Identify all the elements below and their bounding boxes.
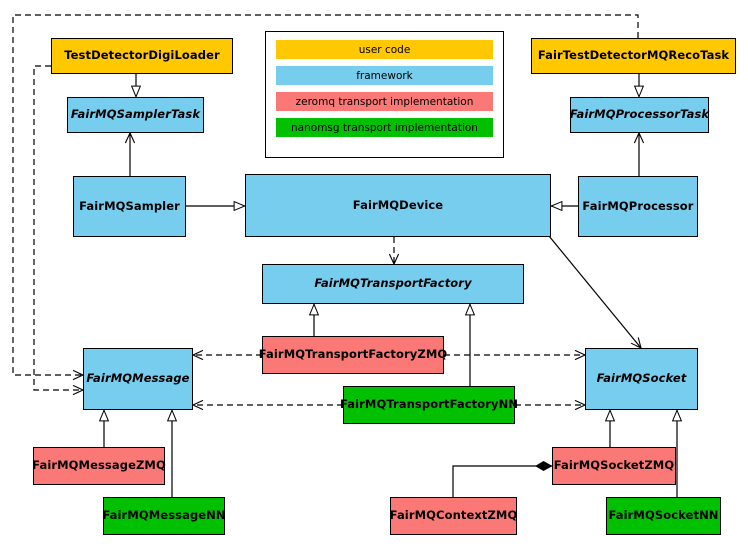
class-label-fairmqsampler: FairMQSampler (79, 198, 180, 213)
class-box-fairmqprocessortask[interactable]: FairMQProcessorTask (570, 97, 709, 133)
class-box-fairmqsocketzmq[interactable]: FairMQSocketZMQ (552, 447, 676, 485)
class-box-fairmqmessage[interactable]: FairMQMessage (83, 348, 193, 410)
legend-item-zeromq: zeromq transport implementation (276, 92, 493, 111)
legend-item-user-code: user code (276, 40, 493, 59)
class-label-fairmqtransportfactorynn: FairMQTransportFactoryNN (339, 397, 519, 412)
edge-device-to-socket (548, 235, 641, 348)
class-label-fairmqmessage: FairMQMessage (86, 371, 190, 386)
class-label-fairmqprocessortask: FairMQProcessorTask (569, 107, 710, 122)
legend-item-framework: framework (276, 66, 493, 85)
edge-contextzmq-to-socketzmq (452, 466, 552, 497)
class-box-fairmqtransportfactorynn[interactable]: FairMQTransportFactoryNN (339, 386, 519, 424)
class-box-fairmqsocketnn[interactable]: FairMQSocketNN (606, 497, 721, 535)
class-box-fairmqsampler[interactable]: FairMQSampler (73, 176, 186, 237)
class-box-fairmqmessagenn[interactable]: FairMQMessageNN (102, 497, 226, 535)
legend-item-nanomsg: nanomsg transport implementation (276, 118, 493, 137)
class-box-fairmqcontextzmq[interactable]: FairMQContextZMQ (390, 497, 517, 535)
class-box-fairmqdevice[interactable]: FairMQDevice (245, 174, 551, 237)
class-box-fairmqtransportfactoryzmq[interactable]: FairMQTransportFactoryZMQ (259, 336, 447, 374)
class-label-fairmqmessagenn: FairMQMessageNN (102, 508, 226, 523)
class-label-fairmqtransportfactoryzmq: FairMQTransportFactoryZMQ (258, 347, 448, 362)
class-label-fairmqsocketzmq: FairMQSocketZMQ (553, 458, 675, 473)
legend-label-nanomsg: nanomsg transport implementation (291, 121, 478, 134)
class-label-fairtestdetectormqrecotask: FairTestDetectorMQRecoTask (537, 48, 730, 63)
class-label-fairmqcontextzmq: FairMQContextZMQ (389, 508, 518, 523)
class-label-fairmqsamplertask: FairMQSamplerTask (70, 107, 201, 122)
class-box-fairmqsamplertask[interactable]: FairMQSamplerTask (67, 97, 204, 133)
legend-label-framework: framework (356, 69, 413, 82)
class-box-fairmqprocessor[interactable]: FairMQProcessor (578, 176, 698, 237)
class-box-testdetectordigiloader[interactable]: TestDetectorDigiLoader (51, 38, 233, 74)
legend: user code framework zeromq transport imp… (265, 31, 504, 158)
class-label-testdetectordigiloader: TestDetectorDigiLoader (64, 48, 220, 63)
class-label-fairmqdevice: FairMQDevice (352, 197, 444, 212)
legend-label-user-code: user code (358, 43, 411, 56)
class-label-fairmqsocketnn: FairMQSocketNN (608, 508, 719, 523)
legend-label-zeromq: zeromq transport implementation (295, 95, 474, 108)
class-box-fairmqmessagezmq[interactable]: FairMQMessageZMQ (32, 447, 166, 485)
class-label-fairmqsocket: FairMQSocket (596, 371, 687, 386)
class-label-fairmqtransportfactory: FairMQTransportFactory (314, 276, 472, 291)
class-box-fairtestdetectormqrecotask[interactable]: FairTestDetectorMQRecoTask (531, 38, 736, 74)
class-label-fairmqmessagezmq: FairMQMessageZMQ (32, 458, 166, 473)
class-box-fairmqtransportfactory[interactable]: FairMQTransportFactory (262, 264, 524, 304)
class-box-fairmqsocket[interactable]: FairMQSocket (585, 348, 698, 410)
class-label-fairmqprocessor: FairMQProcessor (582, 198, 694, 213)
